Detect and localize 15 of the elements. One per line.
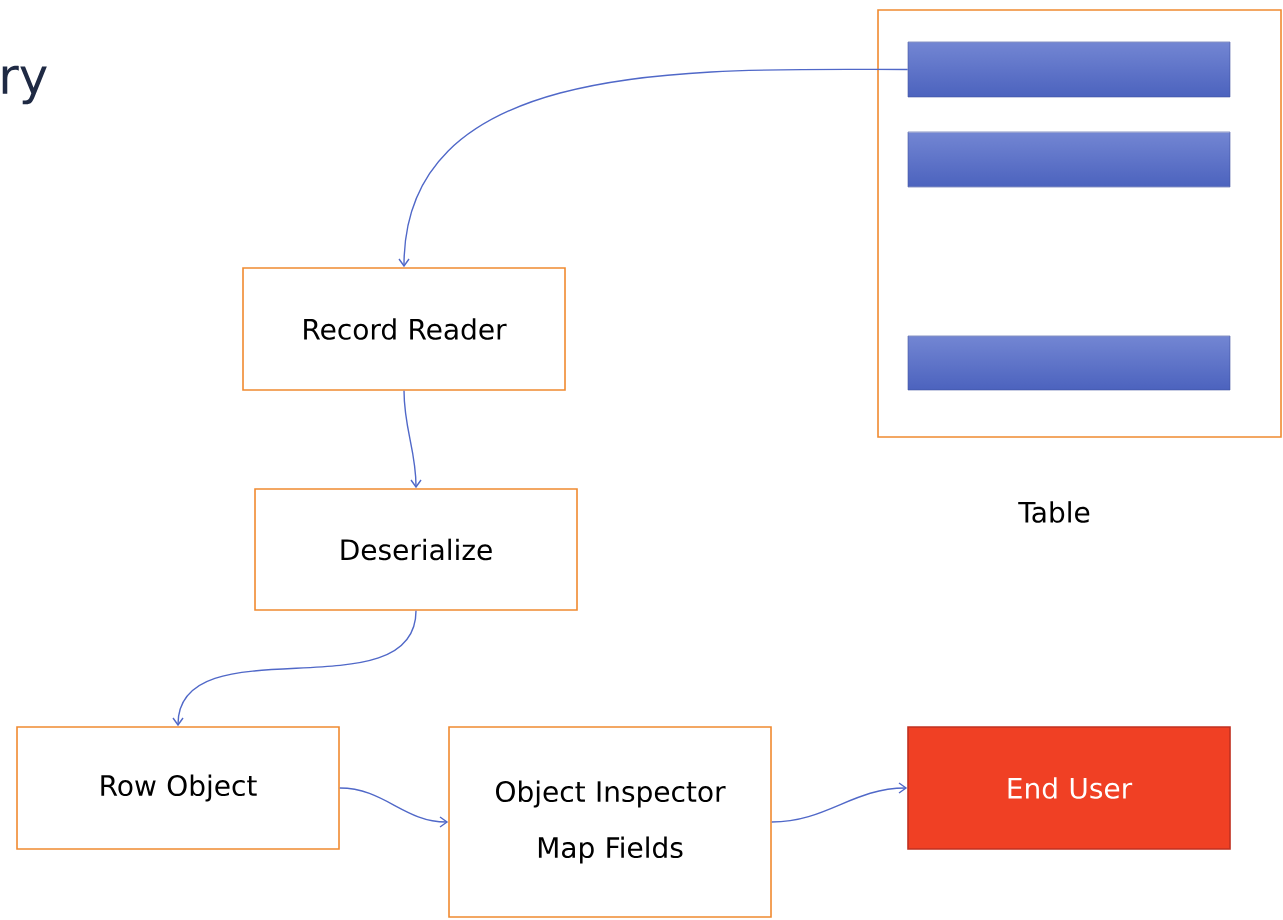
box-heading: Table	[1018, 501, 1090, 523]
process-box: Object Inspector Map Fields	[448, 726, 772, 918]
process-box: Row Object	[16, 726, 340, 850]
arrow	[403, 390, 422, 489]
arrow	[339, 787, 449, 828]
highlighted-box: End User	[907, 726, 1231, 850]
bar	[907, 335, 1231, 391]
bar	[907, 131, 1231, 188]
process-box: Deserialize	[254, 488, 578, 611]
bar	[907, 41, 1231, 98]
process-box: Record Reader	[242, 267, 566, 391]
arrow	[771, 782, 908, 823]
arrow	[172, 610, 417, 727]
heading: ry	[2, 65, 47, 105]
arrow	[398, 68, 909, 268]
